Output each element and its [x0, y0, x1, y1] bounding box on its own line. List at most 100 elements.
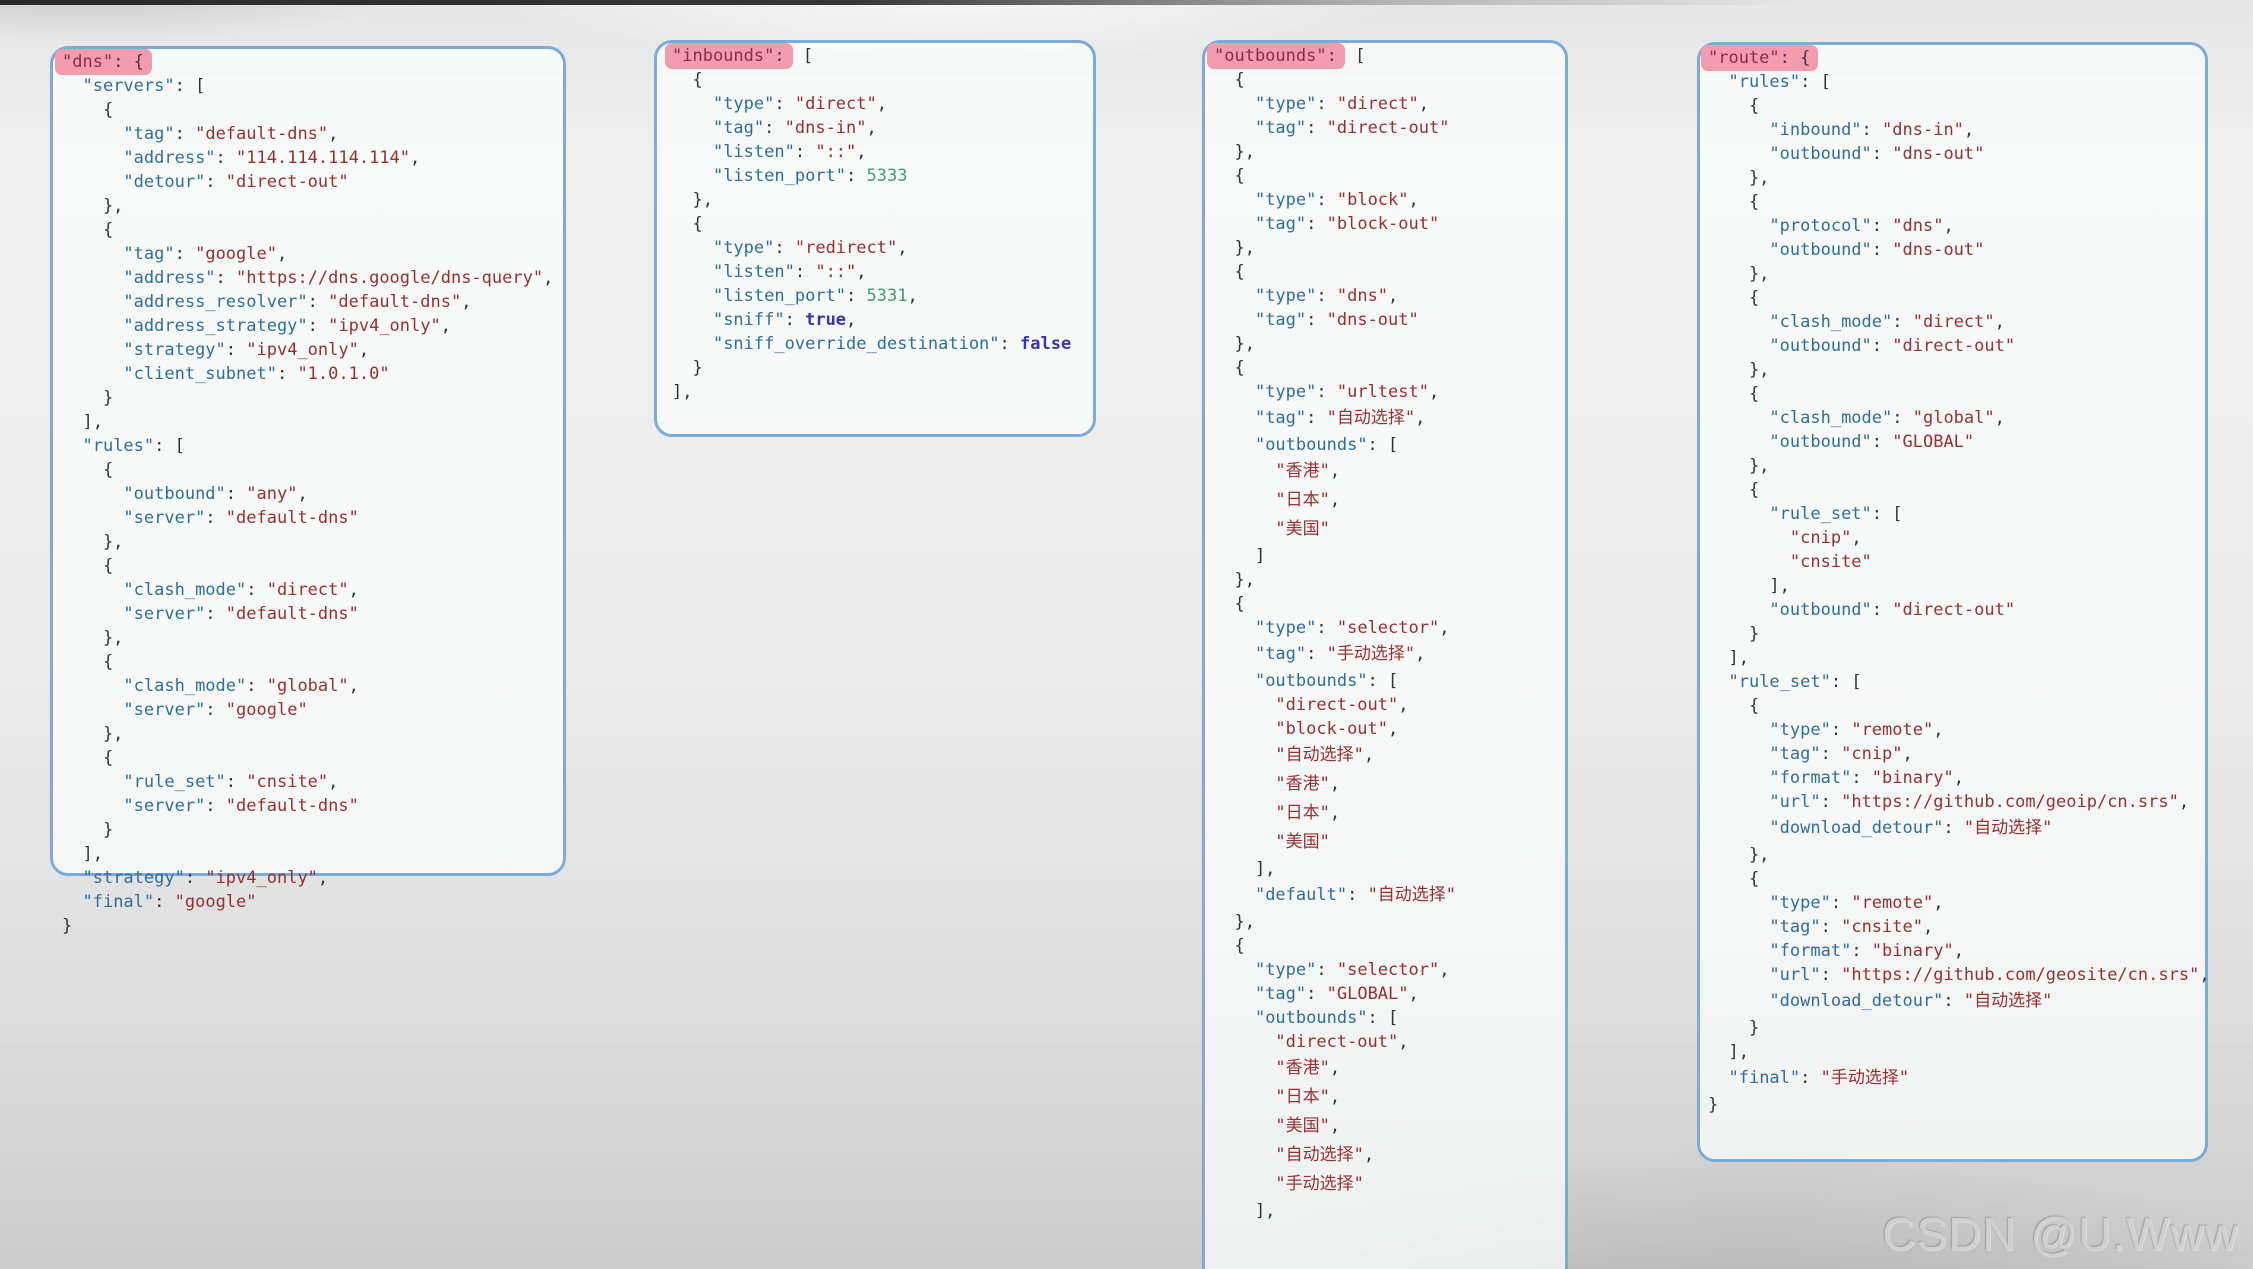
- code-line: "type": "dns",: [1254, 286, 1399, 306]
- code-line: ],: [1214, 1201, 1276, 1221]
- code-line: },: [1708, 845, 1770, 865]
- code-line: "type": "selector",: [1254, 618, 1450, 638]
- code-line: }: [62, 388, 114, 408]
- code-line: "download_detour": "自动选择": [1769, 818, 2053, 838]
- code-line: {: [62, 100, 114, 120]
- code-line: ],: [1708, 576, 1790, 596]
- code-line: },: [1214, 238, 1255, 258]
- code-line: "inbound": "dns-in",: [1769, 120, 1975, 140]
- code-line: "address": "https://dns.google/dns-query…: [123, 268, 554, 288]
- outbounds-key-highlight: "outbounds":: [1207, 43, 1345, 69]
- code-line: "strategy": "ipv4_only",: [123, 340, 370, 360]
- code-line: ],: [1214, 859, 1276, 879]
- code-line: "final": "google": [82, 892, 257, 912]
- code-line: "server": "default-dns": [123, 604, 359, 624]
- code-line: "client_subnet": "1.0.1.0": [123, 364, 390, 384]
- code-line: "outbound": "any",: [123, 484, 308, 504]
- code-line: ],: [1708, 648, 1749, 668]
- code-line: "clash_mode": "direct",: [123, 580, 359, 600]
- code-line: {: [672, 70, 703, 90]
- code-line: }: [1708, 1018, 1760, 1038]
- code-line: "cnip",: [1789, 528, 1862, 548]
- code-line: {: [1708, 384, 1760, 404]
- code-line: "listen": "::",: [712, 142, 867, 162]
- code-line: "server": "google": [123, 700, 308, 720]
- code-line: "rule_set": [: [1769, 504, 1903, 524]
- code-line: "route": {: [1701, 45, 2210, 71]
- code-line: "sniff": true,: [712, 310, 857, 330]
- code-line: "outbound": "direct-out": [1769, 336, 2016, 356]
- code-line: },: [62, 724, 124, 744]
- code-line: }: [1708, 624, 1760, 644]
- code-line: }: [62, 916, 73, 936]
- code-line: "outbounds": [: [1207, 43, 1456, 69]
- code-line: "tag": "dns-out": [1254, 310, 1419, 330]
- csdn-watermark: CSDN @U.Www: [1882, 1208, 2239, 1260]
- inbounds-code-block: "inbounds": [ { "type": "direct", "tag":…: [665, 43, 1072, 404]
- code-line: {: [1708, 480, 1760, 500]
- code-line: },: [1214, 334, 1255, 354]
- code-line: "type": "remote",: [1769, 893, 1944, 913]
- code-line: "default": "自动选择": [1254, 885, 1457, 905]
- code-line: {: [1708, 288, 1760, 308]
- code-line: "日本",: [1275, 803, 1341, 823]
- code-line: "direct-out",: [1275, 695, 1409, 715]
- dns-key-highlight: "dns": {: [55, 49, 152, 75]
- code-line: "outbounds": [: [1254, 435, 1399, 455]
- code-line: "tag": "手动选择",: [1254, 644, 1426, 664]
- code-line: "type": "selector",: [1254, 960, 1450, 980]
- code-line: "tag": "default-dns",: [123, 124, 339, 144]
- outbounds-code-block: "outbounds": [ { "type": "direct", "tag"…: [1207, 43, 1457, 1223]
- code-line: "美国": [1275, 832, 1330, 852]
- code-line: },: [1708, 360, 1770, 380]
- dns-code-block: "dns": { "servers": [ { "tag": "default-…: [55, 49, 554, 938]
- code-line: {: [1214, 358, 1245, 378]
- code-line: ],: [62, 844, 103, 864]
- code-line: "listen": "::",: [712, 262, 867, 282]
- code-line: {: [1214, 70, 1245, 90]
- code-line: },: [62, 532, 124, 552]
- top-edge-strip: [0, 0, 2253, 5]
- code-line: "tag": "cnsite",: [1769, 917, 1934, 937]
- code-line: },: [1708, 264, 1770, 284]
- code-line: "日本",: [1275, 1087, 1341, 1107]
- code-line: {: [62, 220, 114, 240]
- code-line: "url": "https://github.com/geosite/cn.sr…: [1769, 965, 2210, 985]
- outbounds-annotation-border: [1202, 40, 1568, 1269]
- inbounds-key-highlight: "inbounds":: [665, 43, 793, 69]
- code-line: "rule_set": "cnsite",: [123, 772, 339, 792]
- inbounds-annotation-border: [654, 40, 1096, 437]
- code-line: {: [62, 652, 114, 672]
- code-line: "server": "default-dns": [123, 508, 359, 528]
- code-line: "香港",: [1275, 774, 1341, 794]
- code-line: "strategy": "ipv4_only",: [82, 868, 329, 888]
- dns-annotation-border: [50, 46, 566, 876]
- code-line: {: [62, 460, 114, 480]
- code-line: }: [672, 358, 703, 378]
- code-line: "rules": [: [1728, 72, 1831, 92]
- code-line: "listen_port": 5333: [712, 166, 908, 186]
- code-line: {: [1708, 192, 1760, 212]
- code-line: "direct-out",: [1275, 1032, 1409, 1052]
- code-line: "clash_mode": "global",: [1769, 408, 2005, 428]
- code-line: }: [1708, 1095, 1719, 1115]
- code-line: "tag": "direct-out": [1254, 118, 1450, 138]
- code-line: "outbounds": [: [1254, 671, 1399, 691]
- code-line: "美国": [1275, 519, 1330, 539]
- code-line: "tag": "GLOBAL",: [1254, 984, 1419, 1004]
- code-line: {: [62, 556, 114, 576]
- code-line: {: [1708, 696, 1760, 716]
- code-line: "outbounds": [: [1254, 1008, 1399, 1028]
- code-line: {: [672, 214, 703, 234]
- route-key-highlight: "route": {: [1701, 45, 1819, 71]
- code-line: },: [1708, 456, 1770, 476]
- code-line: "tag": "google",: [123, 244, 288, 264]
- code-line: },: [672, 190, 713, 210]
- code-line: "美国",: [1275, 1116, 1341, 1136]
- code-line: "url": "https://github.com/geoip/cn.srs"…: [1769, 792, 2190, 812]
- code-line: "sniff_override_destination": false: [712, 334, 1072, 354]
- code-line: {: [1214, 594, 1245, 614]
- code-line: {: [1708, 96, 1760, 116]
- code-line: },: [1214, 912, 1255, 932]
- code-line: "address": "114.114.114.114",: [123, 148, 421, 168]
